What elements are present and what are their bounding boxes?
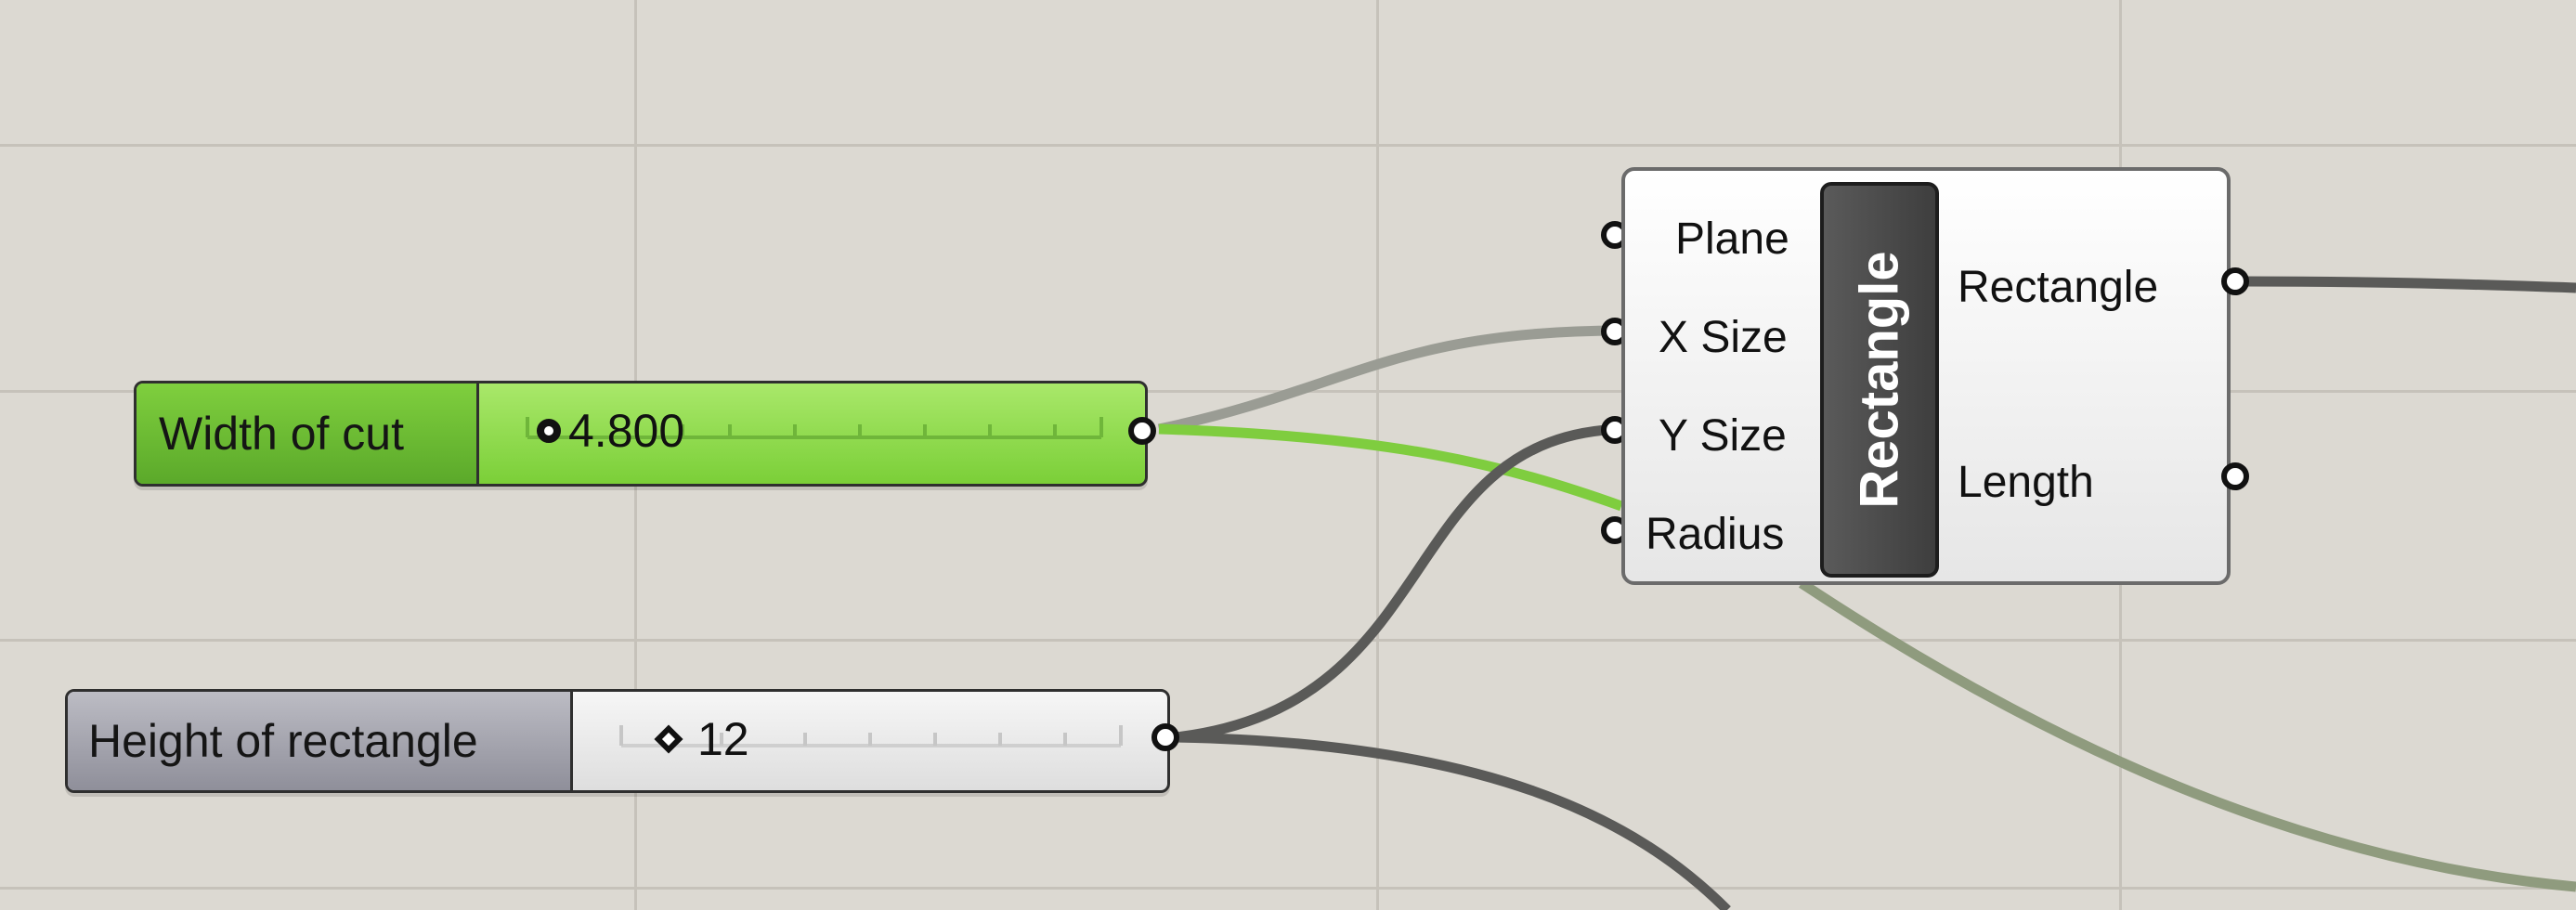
height-of-rectangle-slider[interactable]: Height of rectangle 12 (65, 689, 1170, 793)
wire-radius-downstream[interactable] (1798, 578, 2576, 892)
slider-grip-circle-icon[interactable] (537, 419, 561, 443)
slider-name-text: Height of rectangle (88, 715, 478, 767)
width-slider-output-port[interactable] (1128, 417, 1156, 445)
slider-name-label: Width of cut (137, 384, 479, 484)
input-label-plane: Plane (1675, 214, 1789, 264)
slider-value: 4.800 (568, 405, 685, 457)
input-label-radius: Radius (1646, 510, 1785, 559)
slider-grip[interactable]: 4.800 (537, 404, 684, 458)
output-label-rectangle: Rectangle (1958, 263, 2159, 312)
slider-track[interactable]: 4.800 (479, 384, 1145, 484)
slider-ticks (619, 725, 1123, 748)
input-label-x-size: X Size (1659, 313, 1788, 362)
grid-line (0, 144, 2576, 147)
input-label-y-size: Y Size (1659, 411, 1787, 461)
slider-ticks (526, 417, 1103, 439)
component-title: Rectangle (1849, 251, 1910, 509)
slider-grip-diamond-icon[interactable] (654, 724, 683, 754)
length-output-port[interactable] (2221, 462, 2249, 490)
slider-value: 12 (697, 713, 749, 765)
rectangle-component[interactable]: Plane X Size Y Size Radius Rectangle Rec… (1621, 167, 2231, 585)
rectangle-output-port[interactable] (2221, 267, 2249, 295)
slider-grip[interactable]: 12 (654, 712, 749, 766)
output-label-length: Length (1958, 458, 2094, 507)
wire-height-to-ysize[interactable] (1175, 423, 1622, 743)
slider-name-label: Height of rectangle (68, 692, 573, 790)
slider-track[interactable]: 12 (573, 692, 1167, 790)
component-title-bar[interactable]: Rectangle (1820, 182, 1939, 578)
height-slider-output-port[interactable] (1151, 723, 1179, 751)
wire-height-downstream[interactable] (1175, 732, 1731, 910)
grid-line (0, 887, 2576, 890)
grid-line (1376, 0, 1379, 910)
width-of-cut-slider[interactable]: Width of cut 4.800 (134, 381, 1148, 487)
grid-line (0, 639, 2576, 642)
wire-width-to-radius[interactable] (1158, 423, 1623, 512)
wire-width-to-xsize[interactable] (1157, 325, 1622, 435)
wire-rectangle-output[interactable] (2237, 276, 2576, 293)
slider-name-text: Width of cut (159, 408, 404, 460)
